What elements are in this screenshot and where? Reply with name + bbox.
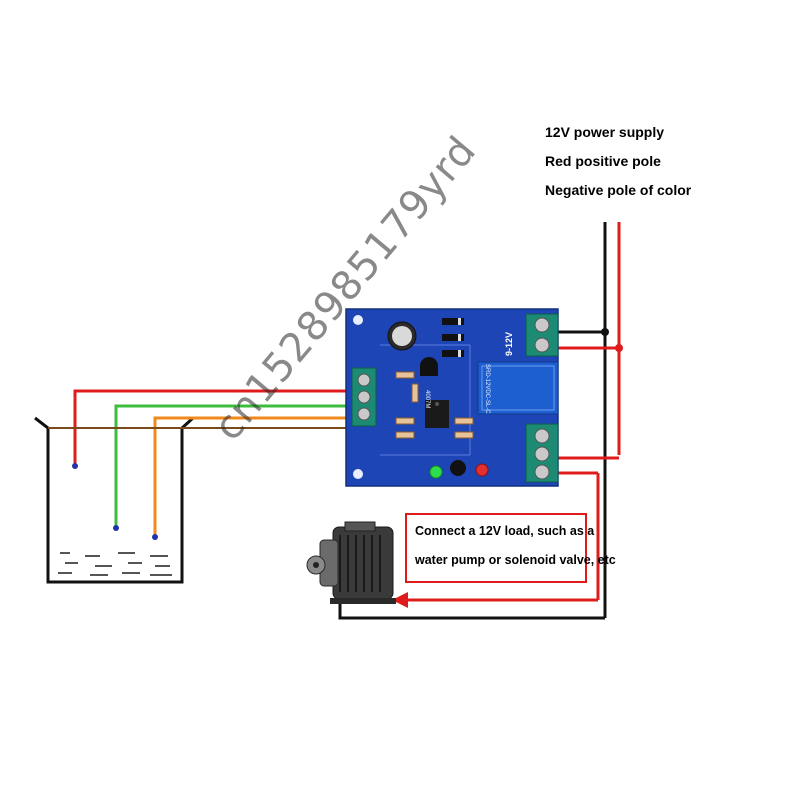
power-wires [558, 222, 621, 618]
power-supply-title: 12V power supply [545, 124, 665, 140]
motor-pump-icon [306, 521, 396, 604]
probe-wire-orange [153, 416, 360, 537]
junction-dot-positive [615, 344, 623, 352]
board-terminal-label: 9-12V [504, 332, 514, 356]
probe-tips [72, 463, 158, 540]
led-green [429, 465, 443, 479]
load-note-line-2: water pump or solenoid valve, etc [415, 553, 616, 567]
diodes [442, 318, 464, 357]
power-supply-labels: 12V power supply Red positive pole Negat… [545, 118, 691, 205]
board-chip-label: 4007M [424, 390, 430, 408]
negative-pole-label: Negative pole of color [545, 182, 692, 198]
water-tank-icon [34, 416, 195, 584]
board-relay-label: SRD-12VDC-SL-C [484, 364, 490, 414]
load-note-line-1: Connect a 12V load, such as a [415, 524, 595, 538]
led-red [475, 463, 489, 477]
transistor [420, 357, 438, 376]
junction-dot-negative [601, 328, 609, 336]
probe-wire-red [73, 389, 358, 466]
load-note-box: Connect a 12V load, such as a water pump… [405, 513, 616, 583]
probe-wire-green [114, 404, 360, 528]
arrow-right-icon [392, 592, 408, 608]
controller-board: 9-12V SRD-12VDC-SL-C 4007M [345, 308, 559, 487]
probe-wires [48, 389, 360, 537]
resistors [395, 371, 474, 439]
relay [477, 361, 559, 415]
positive-pole-label: Red positive pole [545, 153, 661, 169]
